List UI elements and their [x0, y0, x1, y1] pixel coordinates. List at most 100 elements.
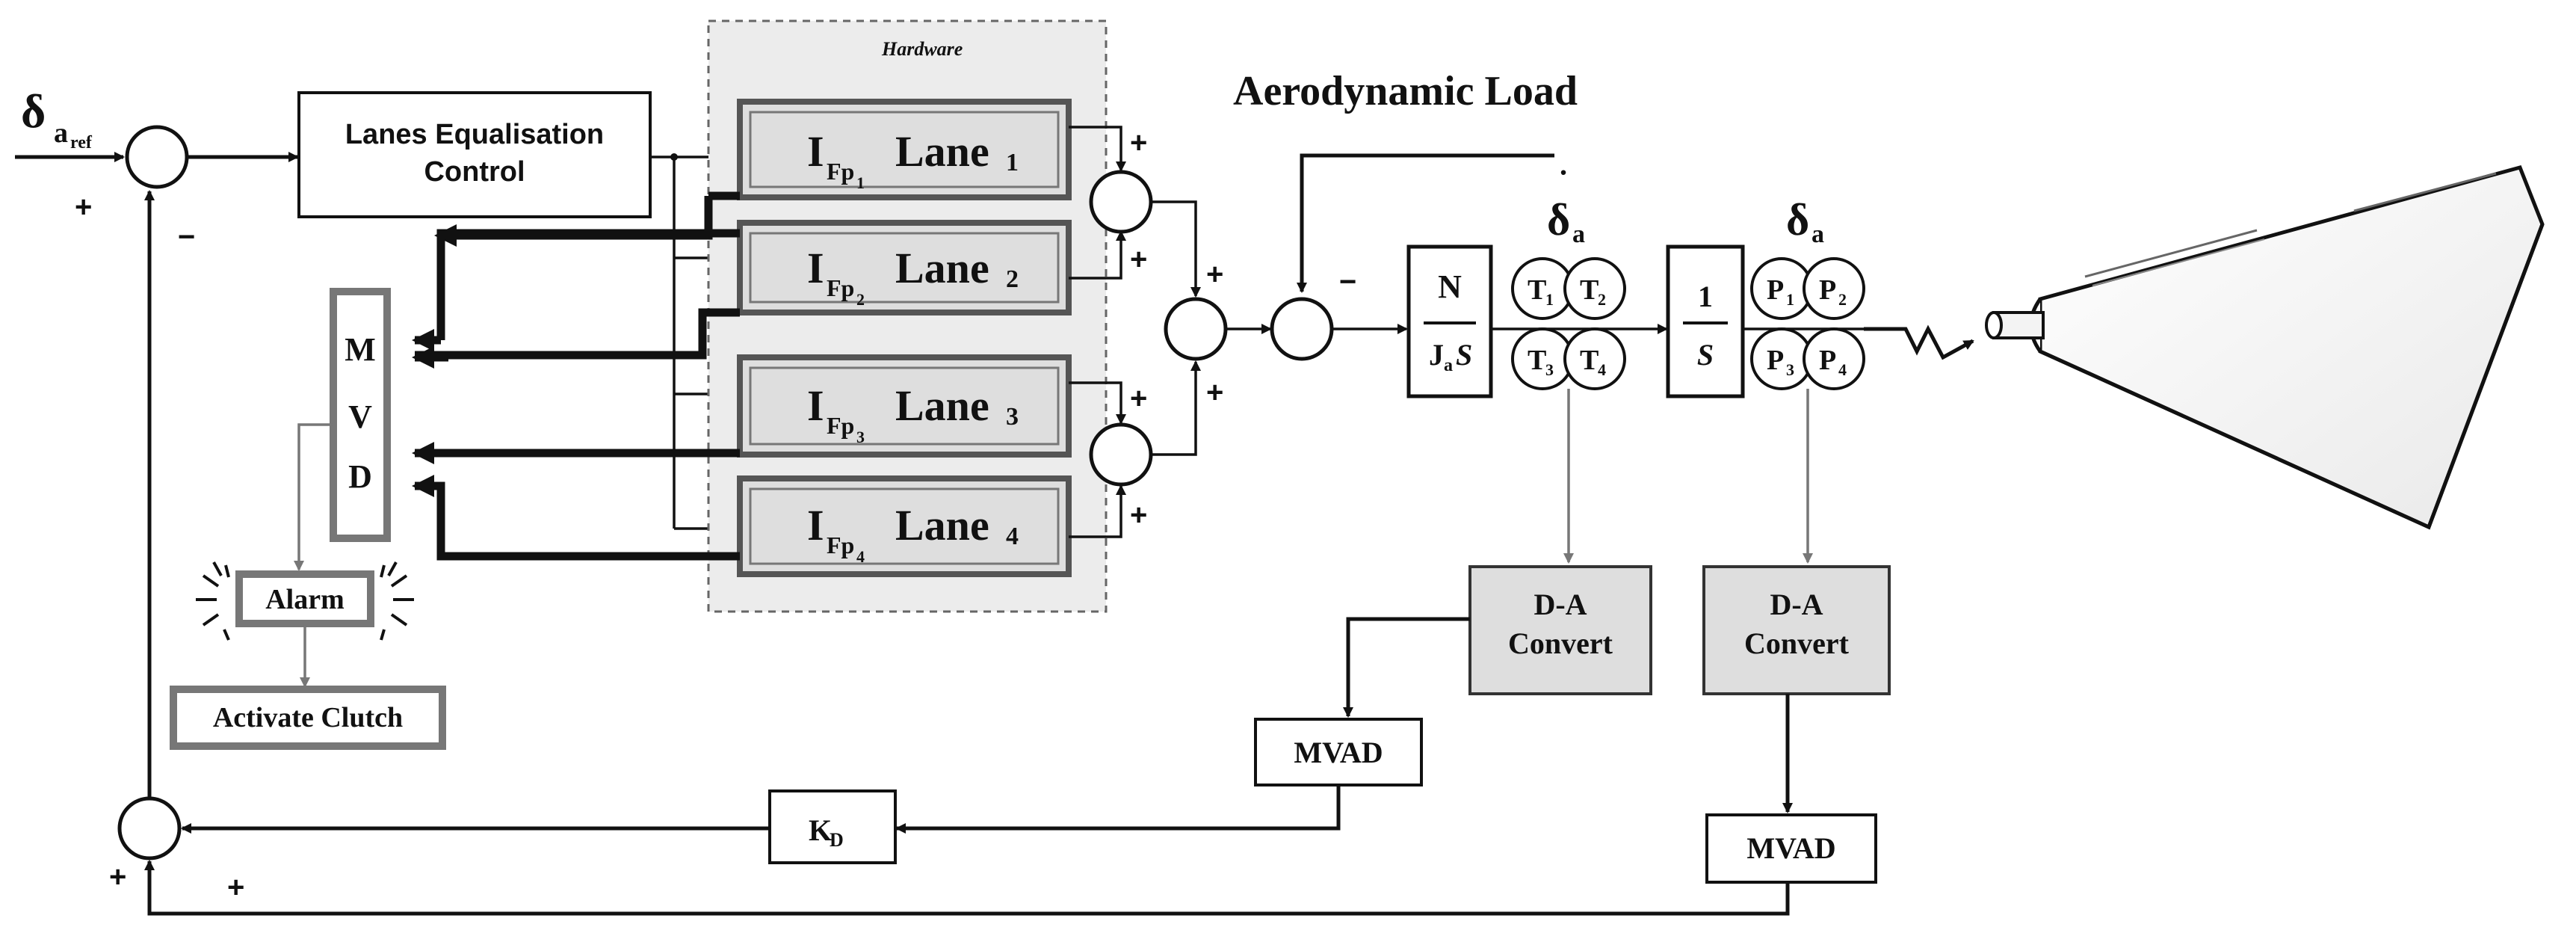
mvad1-to-kd-arrow [895, 785, 1341, 834]
load-minus-sign: − [1339, 265, 1356, 298]
svg-text:Lane: Lane [895, 381, 989, 430]
svg-text:2: 2 [1598, 290, 1606, 309]
total-plus-top: + [1206, 258, 1223, 291]
integrator-numerator: 1 [1698, 280, 1713, 313]
aerodynamic-load-arrow [1297, 153, 1554, 293]
svg-text:3: 3 [1006, 403, 1019, 431]
fb-plus-bottom: + [227, 871, 244, 904]
svg-text:1: 1 [1006, 149, 1019, 176]
total-plus-bottom: + [1206, 376, 1223, 409]
sum12-plus-top: + [1130, 126, 1147, 159]
alarm-flash-icon [196, 561, 414, 641]
svg-text:T: T [1528, 274, 1546, 306]
sum34-to-total-arrow [1151, 360, 1201, 456]
da-convert-1-label-2: Convert [1508, 627, 1613, 660]
da1-to-mvad-arrow [1343, 617, 1470, 718]
svg-text:a: a [1572, 221, 1585, 248]
svg-text:a: a [1811, 221, 1824, 248]
svg-text:ref: ref [70, 133, 93, 153]
svg-text:I: I [807, 127, 824, 176]
activate-clutch-block [170, 686, 446, 750]
svg-text:Fp: Fp [827, 274, 854, 301]
kd-gain-block [768, 789, 897, 864]
svg-text:3: 3 [1786, 360, 1794, 379]
sum34-plus-top: + [1130, 382, 1147, 415]
reference-input-label: δ a ref [21, 84, 93, 153]
svg-text:2: 2 [856, 290, 865, 309]
svg-text:I: I [807, 244, 824, 292]
lane-3-label: I Fp 3 Lane 3 [807, 381, 1019, 446]
lane-block-2 [737, 220, 1072, 315]
rate-sensor-cluster [1511, 257, 1626, 390]
svg-text:a: a [1444, 356, 1453, 375]
lane-output-lines [1069, 126, 1126, 538]
da-convert-block-1 [1468, 565, 1652, 695]
svg-text:T: T [1528, 345, 1546, 376]
sum34-plus-bottom: + [1130, 499, 1147, 532]
svg-text:P: P [1767, 274, 1784, 306]
svg-text:J: J [1429, 338, 1444, 372]
fb-plus-left: + [109, 861, 126, 893]
lane-2-label: I Fp 2 Lane 2 [807, 244, 1019, 309]
mvad-block-2 [1705, 813, 1877, 884]
position-sensor-cluster [1750, 257, 1865, 390]
svg-text:4: 4 [1598, 360, 1606, 379]
lane-block-1 [737, 99, 1072, 200]
ref-plus-sign: + [75, 191, 92, 224]
svg-text:P: P [1767, 345, 1784, 376]
mvad-1-label: MVAD [1294, 736, 1383, 769]
da-convert-2-label-2: Convert [1744, 627, 1850, 660]
svg-text:δ: δ [21, 84, 46, 138]
position-feedback-arrow [144, 860, 1790, 916]
position-signal-label: δ a [1786, 195, 1824, 248]
svg-text:Lane: Lane [895, 127, 989, 176]
lane-4-label: I Fp 4 Lane 4 [807, 501, 1019, 566]
total-lane-summing-junction [1164, 297, 1228, 361]
mvd-block [330, 288, 391, 542]
lanes-equalisation-label-2: Control [424, 156, 525, 188]
output-to-surface-arrow [1864, 324, 1974, 360]
error-summing-junction [125, 125, 189, 189]
lane-block-4 [737, 475, 1072, 577]
da-convert-1-label-1: D-A [1533, 588, 1587, 621]
svg-text:T: T [1580, 274, 1599, 306]
mvd-to-alarm-arrow [294, 423, 333, 571]
mvd-letter-v: V [348, 398, 372, 435]
svg-text:1: 1 [856, 173, 865, 192]
load-summing-junction [1270, 297, 1334, 361]
svg-text:S: S [1456, 338, 1472, 372]
svg-text:2: 2 [1006, 265, 1019, 293]
mvd-letter-d: D [348, 458, 372, 495]
alarm-label: Alarm [265, 584, 345, 615]
sum12-to-total-arrow [1151, 200, 1201, 298]
lane-block-3 [737, 354, 1072, 458]
svg-text:4: 4 [1838, 360, 1847, 379]
lane12-summing-junction [1089, 170, 1153, 234]
feedback-summing-junction [117, 796, 182, 861]
svg-text:1: 1 [1545, 290, 1554, 309]
hardware-label: Hardware [881, 38, 963, 60]
rate-signal-label: · δ a [1547, 156, 1585, 248]
plant-numerator: N [1438, 268, 1462, 305]
integrator-denominator: S [1697, 338, 1714, 372]
svg-text:δ: δ [1786, 195, 1809, 244]
mvad-block-1 [1254, 718, 1423, 786]
svg-text:Lane: Lane [895, 244, 989, 292]
rate-sensor-labels: T1 T2 T3 T4 [1528, 274, 1606, 379]
svg-text:a: a [54, 117, 68, 149]
svg-text:P: P [1819, 345, 1836, 376]
lanes-equalisation-control-block [297, 91, 652, 218]
aerodynamic-load-label: Aerodynamic Load [1233, 68, 1578, 114]
mvad-2-label: MVAD [1746, 831, 1835, 865]
svg-text:4: 4 [856, 547, 865, 566]
svg-text:I: I [807, 381, 824, 430]
mvd-letter-m: M [345, 331, 376, 368]
svg-text:T: T [1580, 345, 1599, 376]
svg-text:1: 1 [1786, 290, 1794, 309]
svg-text:I: I [807, 501, 824, 550]
lanes-equalisation-label-1: Lanes Equalisation [345, 119, 604, 150]
svg-text:2: 2 [1838, 290, 1847, 309]
lane-1-label: I Fp 1 Lane 1 [807, 127, 1019, 192]
